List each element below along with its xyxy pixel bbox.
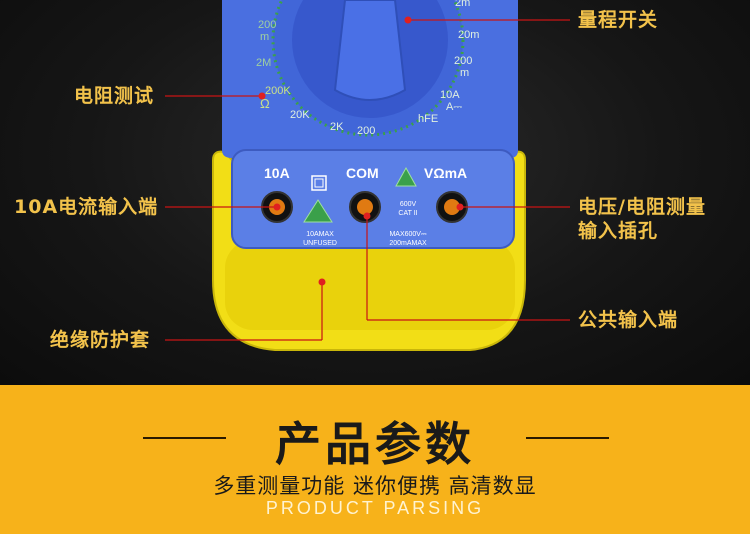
dial-label-200m: 200 <box>454 55 472 67</box>
jack-vohm <box>436 191 468 223</box>
dial-label-200: 200 <box>258 19 276 31</box>
callout-10a-input: 10A电流输入端 <box>14 196 159 218</box>
dial-label-hFE: hFE <box>418 113 438 125</box>
product-photo-area: 200 m 2M 200K Ω 20K 2K 200 2m 20m 200 m … <box>0 0 750 385</box>
warn-10a-line1: 10AMAX <box>306 231 334 238</box>
warning-icon-top <box>395 166 417 187</box>
dial-label-2m: 2m <box>455 0 470 9</box>
callout-voltage-resistance: 电压/电阻测量 输入插孔 <box>578 195 706 243</box>
dial-pointer <box>333 0 407 101</box>
dial-labels: 200 m 2M 200K Ω 20K 2K 200 2m 20m 200 m … <box>256 0 479 137</box>
parameters-banner <box>0 385 750 534</box>
max-com-line1: MAX600V⎓ <box>389 231 427 238</box>
section-subtitle: 多重测量功能 迷你便携 高清数显 <box>213 474 537 498</box>
section-title: 产品参数 <box>275 417 475 471</box>
dial-label-2K: 2K <box>330 121 344 133</box>
dial-label-2M: 2M <box>256 57 271 69</box>
callout-voltage-line2: 输入插孔 <box>578 220 659 242</box>
callout-voltage-line1: 电压/电阻测量 <box>578 196 706 218</box>
double-insulation-icon <box>311 175 327 191</box>
holster-rim <box>225 240 515 330</box>
max-com-line2: 200mAMAX <box>389 240 427 247</box>
dial-label-m: m <box>260 31 269 43</box>
callout-insulation-sleeve: 绝缘防护套 <box>50 329 151 351</box>
callout-common-input: 公共输入端 <box>578 309 679 331</box>
dial-label-ohm: Ω <box>260 96 270 111</box>
dial-label-200r: 200 <box>357 125 375 137</box>
warning-icon-left <box>303 199 333 223</box>
dial-label-200K: 200K <box>265 85 291 97</box>
title-rule-left <box>143 437 226 439</box>
dial-label-20m: 20m <box>458 29 479 41</box>
warn-10a-line2: UNFUSED <box>303 240 337 247</box>
dial-label-200m-unit: m <box>460 67 469 79</box>
callout-resistance-test: 电阻测试 <box>74 85 155 107</box>
cat-line2: CAT II <box>398 210 417 217</box>
cat-line1: 600V <box>400 201 417 208</box>
jack-label-com: COM <box>346 165 379 181</box>
leader-dots <box>258 16 464 286</box>
jack-com <box>349 191 381 223</box>
section-english-title: PRODUCT PARSING <box>265 498 485 518</box>
leader-lines <box>165 19 570 341</box>
dial-label-10A: 10A <box>440 89 460 101</box>
callout-range-switch: 量程开关 <box>578 9 659 31</box>
jack-label-10a: 10A <box>264 165 290 181</box>
dial-label-A-dc: A⎓ <box>446 101 462 113</box>
multimeter-illustration: 200 m 2M 200K Ω 20K 2K 200 2m 20m 200 m … <box>165 0 570 351</box>
dial-label-20K: 20K <box>290 109 310 121</box>
title-rule-right <box>526 437 609 439</box>
jack-label-vohm: VΩmA <box>424 165 467 181</box>
